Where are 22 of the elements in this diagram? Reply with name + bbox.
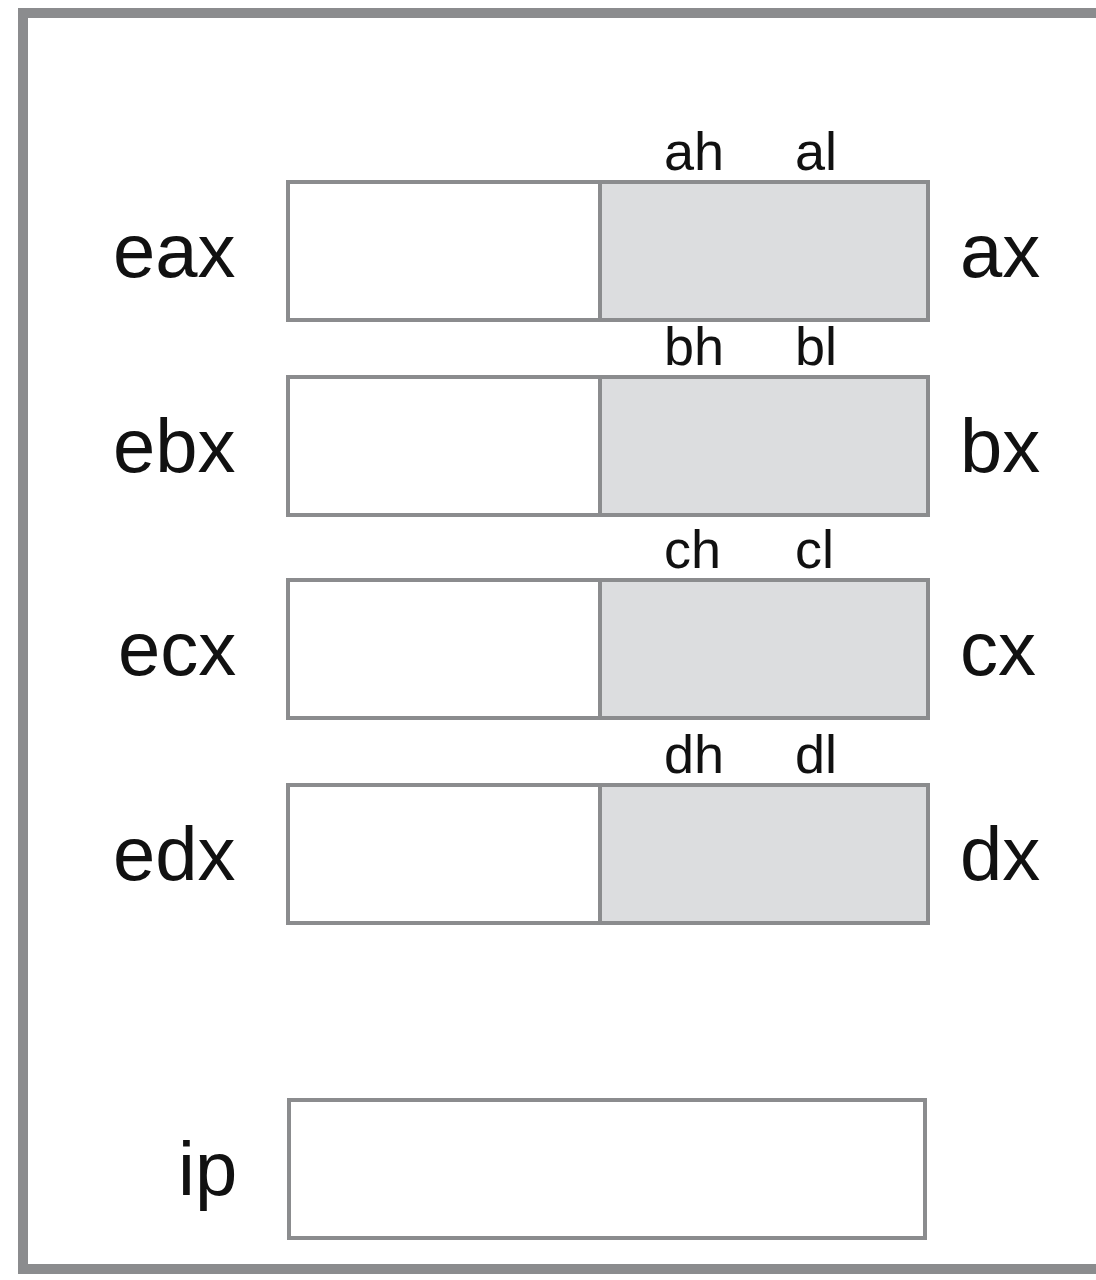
register-name: ebx <box>113 408 236 484</box>
byte-label: dl <box>795 727 838 781</box>
register-frame <box>18 8 1096 1274</box>
register-name: ecx <box>118 611 237 687</box>
register-name: bx <box>960 408 1041 484</box>
byte-label: dh <box>664 727 725 781</box>
byte-label: ch <box>664 522 722 576</box>
register-half <box>598 375 930 517</box>
register-half <box>598 783 930 925</box>
byte-label: cl <box>795 522 834 576</box>
register-name: eax <box>113 213 236 289</box>
byte-label: bh <box>664 319 725 373</box>
register-name: cx <box>960 611 1036 687</box>
register-name: edx <box>113 816 236 892</box>
byte-label: ah <box>664 124 725 178</box>
register-half <box>598 180 930 322</box>
register-name: ax <box>960 213 1041 289</box>
register-name: dx <box>960 816 1041 892</box>
byte-label: bl <box>795 319 838 373</box>
register-half <box>598 578 930 720</box>
register-box <box>287 1098 927 1240</box>
byte-label: al <box>795 124 838 178</box>
